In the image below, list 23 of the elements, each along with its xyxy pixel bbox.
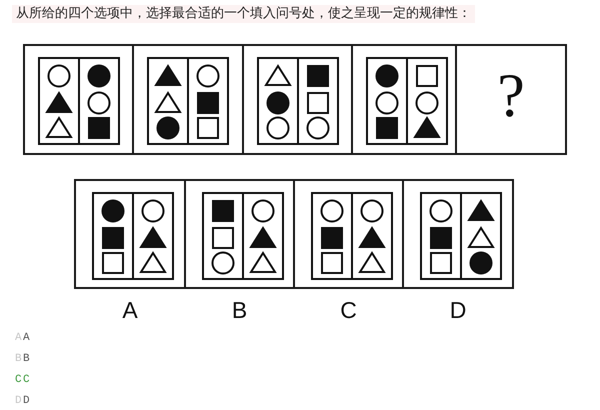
option-letter: C [339,297,358,323]
option-panel [293,179,404,289]
option-letter: D [448,297,468,323]
option-key: D [15,395,22,408]
option-key: C [15,374,22,387]
question-mark: ? [496,61,526,132]
blank-panel [455,44,567,155]
figure-panel [242,44,353,155]
option-letter: B [230,297,248,323]
option-panel [184,179,295,289]
option-panel [74,179,186,289]
figure-panel [132,44,244,155]
option-letter: A [121,297,139,323]
figure-panel [23,44,134,155]
option-text: D [23,395,30,408]
figure-panel [351,44,457,155]
question-text: 从所给的四个选项中，选择最合适的一个填入问号处，使之呈现一定的规律性： [12,5,475,23]
option-panel [402,179,514,289]
option-text: C [23,374,30,387]
option-key: B [15,353,22,366]
option-text: A [23,332,30,345]
option-text: B [23,353,30,366]
option-key: A [15,332,22,345]
